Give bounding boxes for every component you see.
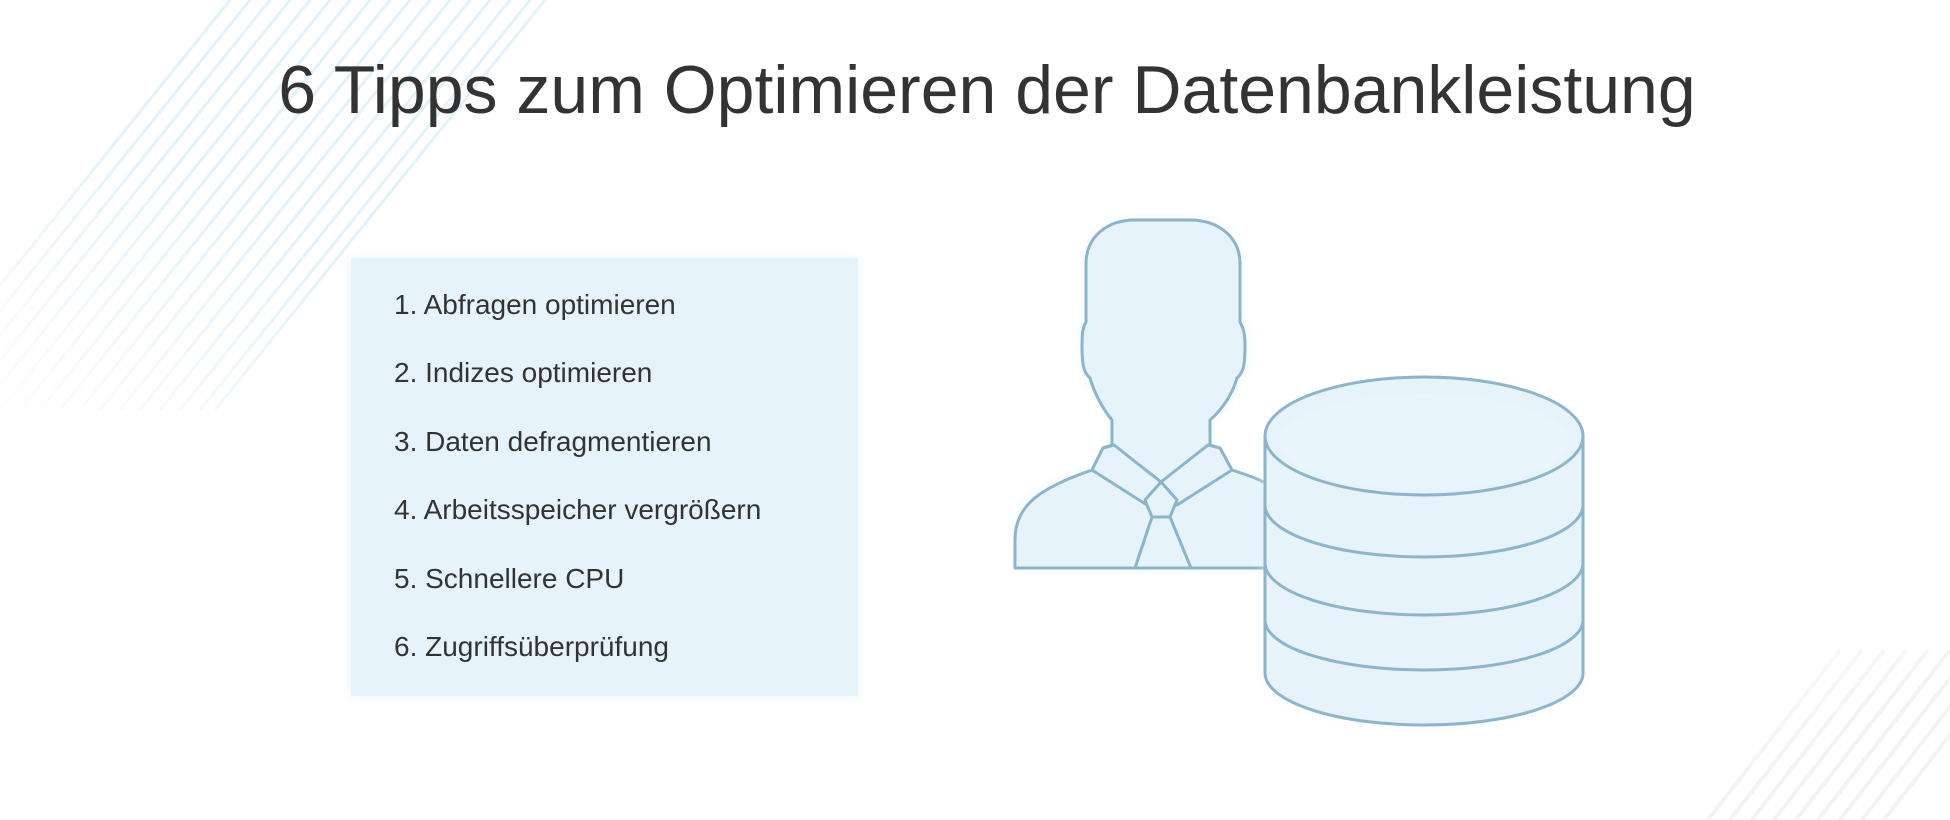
tip-item-1: 1. Abfragen optimieren xyxy=(394,289,676,320)
tip-item-6: 6. Zugriffsüberprüfung xyxy=(394,630,669,662)
database-icon xyxy=(1263,375,1585,727)
user-icon xyxy=(1013,218,1272,570)
tip-item-5: 5. Schnellere CPU xyxy=(394,562,625,594)
tips-list: 1. Abfragen optimieren 2. Indizes optimi… xyxy=(394,285,761,695)
tip-item-2: 2. Indizes optimieren xyxy=(394,357,653,389)
tips-panel: 1. Abfragen optimieren 2. Indizes optimi… xyxy=(351,258,858,696)
tip-item-3: 3. Daten defragmentieren xyxy=(394,425,712,457)
tip-item-4: 4. Arbeitsspeicher vergrößern xyxy=(394,494,762,526)
page-title: 6 Tipps zum Optimieren der Datenbankleis… xyxy=(278,52,1696,128)
